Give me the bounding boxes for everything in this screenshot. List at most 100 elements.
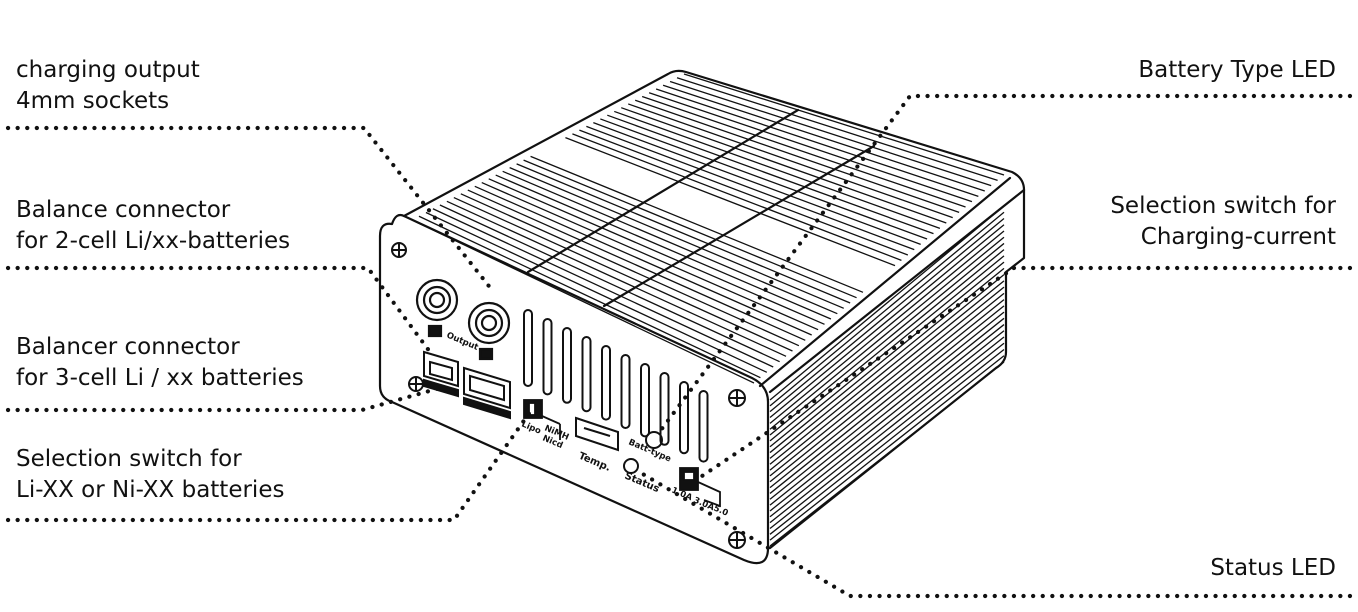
fin-line bbox=[676, 77, 998, 181]
fin-line bbox=[641, 95, 966, 208]
screw-icon bbox=[391, 242, 407, 258]
vent-slot bbox=[581, 336, 592, 413]
fin-line bbox=[481, 181, 819, 331]
fin-line bbox=[769, 336, 1005, 524]
leader-lines bbox=[5, 93, 1353, 599]
fin-line bbox=[769, 330, 1005, 518]
callout-charging-output: charging output 4mm sockets bbox=[16, 55, 200, 117]
fin-line bbox=[769, 261, 1005, 454]
temp-port-icon bbox=[575, 416, 619, 452]
fin-line bbox=[523, 159, 857, 299]
leader-balance-3cell bbox=[5, 385, 443, 413]
fin-line bbox=[586, 125, 915, 251]
fin-line bbox=[769, 349, 1005, 535]
fin-line bbox=[634, 99, 960, 213]
screw-icon bbox=[408, 376, 424, 392]
callout-line: Selection switch for bbox=[16, 446, 242, 472]
current-switch-icon bbox=[679, 467, 721, 508]
fin-line bbox=[769, 224, 1005, 419]
callout-line: charging output bbox=[16, 57, 200, 83]
vent-slot bbox=[640, 363, 650, 438]
screw-icon bbox=[728, 389, 746, 407]
leader-current-select bbox=[693, 265, 1353, 483]
callout-current-select: Selection switch for Charging-current bbox=[1110, 191, 1336, 253]
front-vent-slots bbox=[523, 309, 709, 463]
current-3-label: 5.0 bbox=[712, 504, 730, 519]
fin-line bbox=[474, 185, 812, 336]
vent-slot bbox=[601, 345, 611, 421]
fin-line bbox=[418, 215, 761, 379]
fin-line bbox=[648, 92, 973, 203]
balance-3cell-connector-icon bbox=[463, 366, 511, 420]
leader-status-led bbox=[633, 467, 1353, 599]
fin-line bbox=[769, 299, 1005, 489]
fin-line bbox=[627, 103, 953, 219]
fin-line bbox=[488, 178, 825, 325]
fin-line bbox=[683, 73, 1005, 176]
screws bbox=[391, 242, 746, 549]
callout-line: 4mm sockets bbox=[16, 88, 170, 114]
callout-line: for 2-cell Li/xx-batteries bbox=[16, 228, 291, 254]
callout-balance-3cell: Balancer connector for 3-cell Li / xx ba… bbox=[16, 332, 304, 394]
fin-line bbox=[769, 280, 1005, 471]
vent-slot bbox=[542, 318, 553, 396]
fin-line bbox=[769, 211, 1005, 407]
vent-slot bbox=[562, 327, 572, 404]
battery-type-led-icon bbox=[645, 431, 663, 449]
fin-line bbox=[516, 163, 851, 304]
fin-line bbox=[425, 211, 768, 373]
balance-2cell-connector-icon bbox=[423, 350, 459, 398]
callout-line: for 3-cell Li / xx batteries bbox=[16, 365, 304, 391]
fin-line bbox=[495, 174, 832, 320]
callout-line: Selection switch for bbox=[1110, 193, 1336, 219]
fin-line bbox=[662, 84, 985, 192]
callout-battery-type-led: Battery Type LED bbox=[1138, 55, 1336, 86]
vent-slot bbox=[698, 390, 709, 463]
fin-line bbox=[446, 200, 787, 357]
fin-line bbox=[769, 355, 1005, 541]
leds bbox=[623, 431, 663, 474]
callout-line: Balance connector bbox=[16, 197, 231, 223]
fin-line bbox=[607, 114, 934, 235]
callout-line: Battery Type LED bbox=[1138, 57, 1336, 83]
callout-battery-select: Selection switch for Li-XX or Ni-XX batt… bbox=[16, 444, 284, 506]
fin-line bbox=[502, 170, 838, 315]
callout-status-led: Status LED bbox=[1210, 553, 1336, 584]
leader-charging-output bbox=[5, 125, 495, 293]
fin-line bbox=[655, 88, 979, 197]
callout-line: Charging-current bbox=[1140, 224, 1336, 250]
top-cooling-fins bbox=[411, 73, 1005, 384]
fin-line bbox=[669, 80, 992, 187]
side-cooling-fins bbox=[769, 205, 1005, 547]
vent-slot bbox=[679, 381, 689, 455]
fin-line bbox=[579, 129, 909, 256]
housing-top-edge bbox=[758, 176, 1012, 388]
output-sockets bbox=[415, 278, 511, 361]
callout-balance-2cell: Balance connector for 2-cell Li/xx-batte… bbox=[16, 195, 290, 257]
fin-line bbox=[769, 305, 1005, 494]
fin-line bbox=[614, 110, 941, 229]
callout-line: Status LED bbox=[1210, 555, 1336, 581]
top-flat-band bbox=[526, 108, 876, 308]
fin-line bbox=[769, 361, 1005, 547]
status-led-icon bbox=[623, 458, 639, 474]
fin-line bbox=[509, 166, 844, 309]
fin-line bbox=[530, 155, 864, 293]
fin-line bbox=[769, 286, 1005, 477]
fin-line bbox=[769, 274, 1005, 465]
fin-line bbox=[439, 204, 780, 363]
front-panel-outline bbox=[378, 213, 770, 565]
output-label: Output bbox=[445, 331, 480, 353]
leader-battery-type-led bbox=[655, 93, 1353, 437]
callout-line: Li-XX or Ni-XX batteries bbox=[16, 477, 285, 503]
socket-positive-icon bbox=[467, 301, 511, 345]
fin-line bbox=[769, 342, 1005, 529]
charger-housing bbox=[378, 69, 1026, 565]
screw-icon bbox=[728, 531, 746, 549]
socket-negative-icon bbox=[415, 278, 459, 322]
fin-line bbox=[467, 189, 806, 341]
fin-line bbox=[769, 217, 1005, 413]
housing-top-face bbox=[402, 69, 1026, 218]
fin-line bbox=[769, 317, 1005, 506]
